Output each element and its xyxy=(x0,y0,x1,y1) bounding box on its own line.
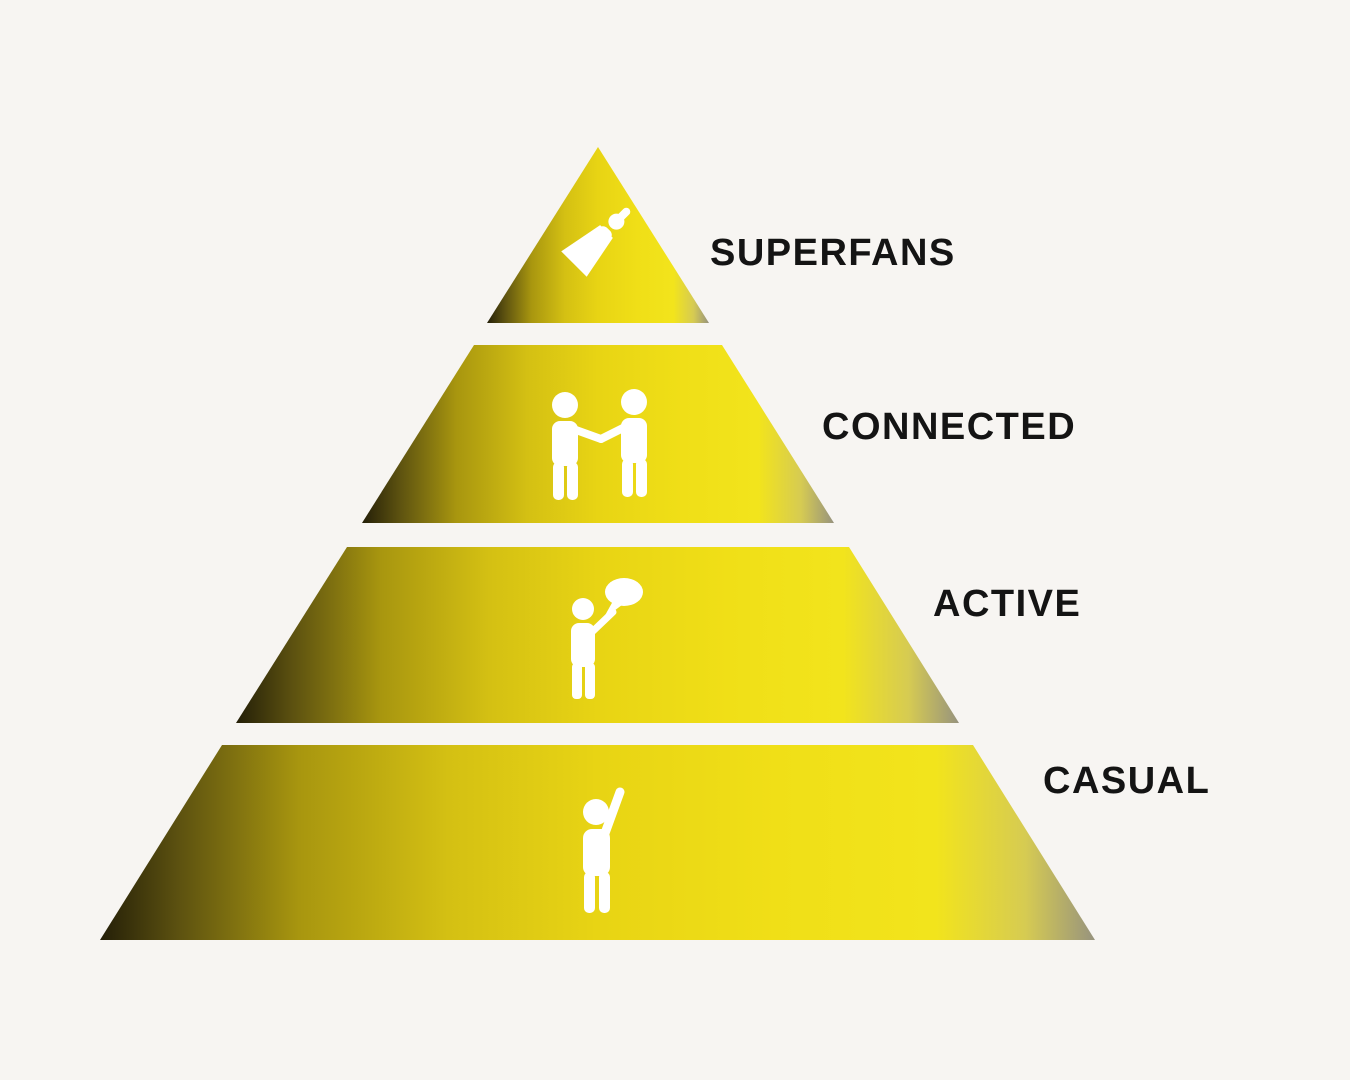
person-speaking-icon xyxy=(571,578,643,699)
people-handshake-icon xyxy=(552,389,647,500)
tier-active-shape xyxy=(236,547,959,723)
superhero-flying-icon xyxy=(561,207,631,277)
superfans-label: SUPERFANS xyxy=(710,232,956,274)
active-label: ACTIVE xyxy=(933,583,1082,625)
person-raising-hand-icon xyxy=(583,787,625,913)
casual-label: CASUAL xyxy=(1043,760,1211,802)
connected-label: CONNECTED xyxy=(822,406,1077,448)
